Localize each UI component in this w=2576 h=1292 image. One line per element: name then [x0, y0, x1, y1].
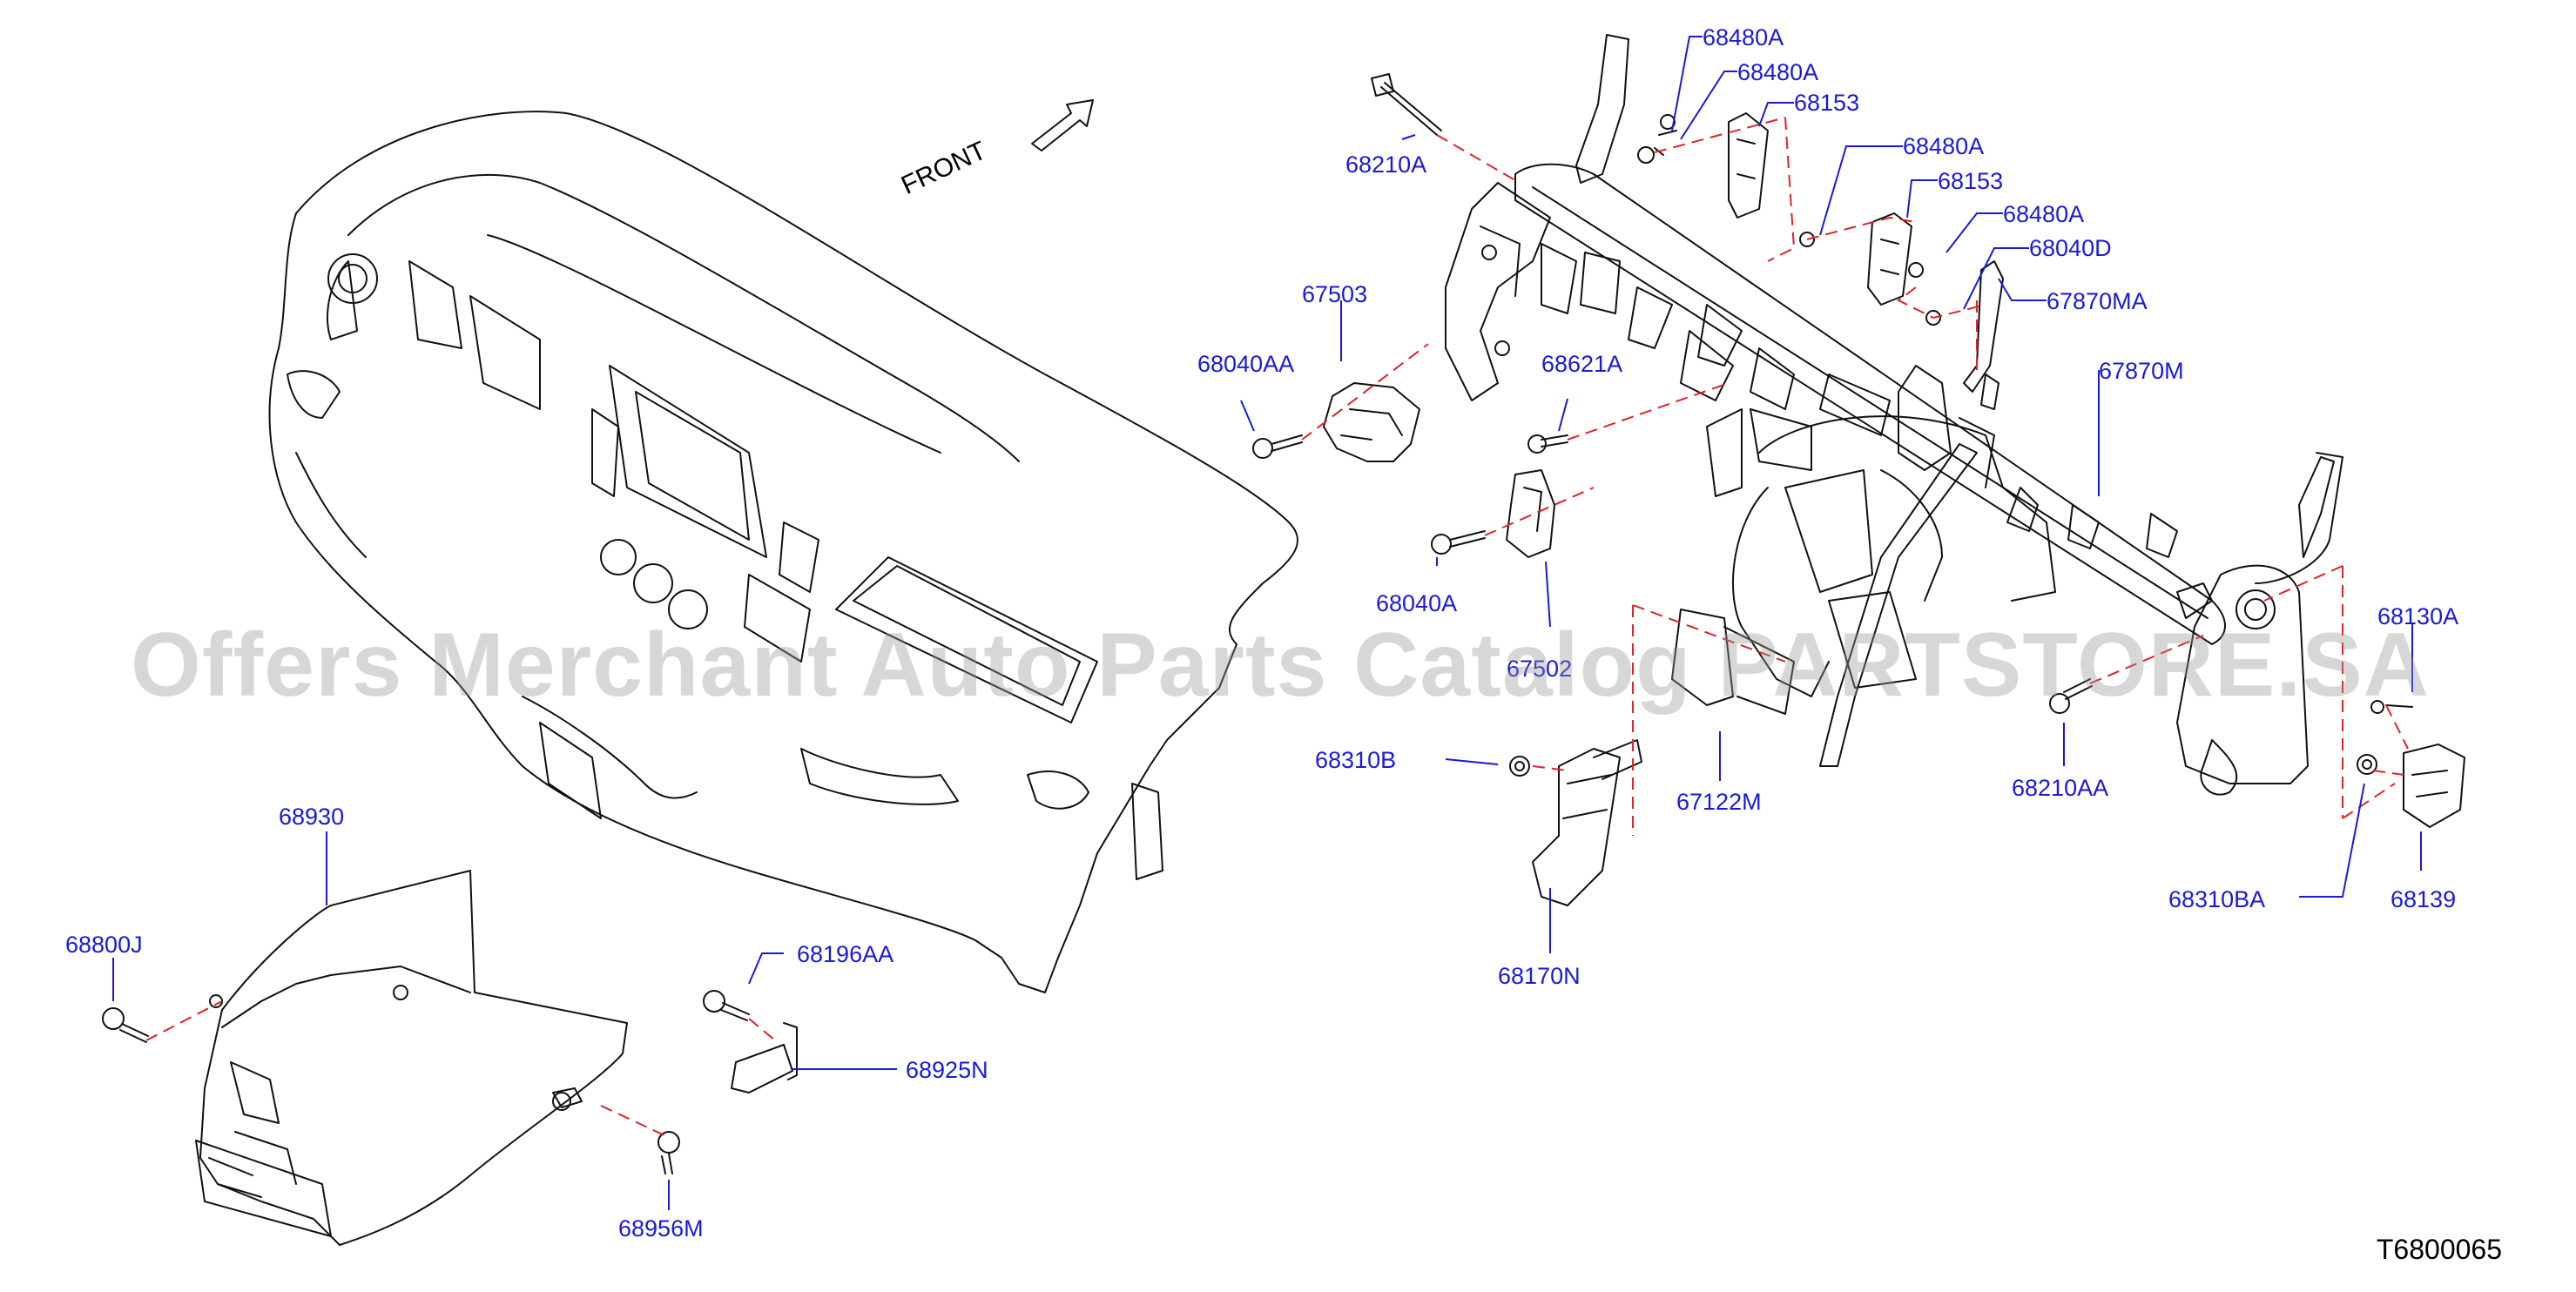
callout-label: 68040A [1376, 590, 1458, 616]
callout-leaders [112, 36, 2422, 1210]
callout-label: 67503 [1302, 281, 1368, 307]
assembly-dashed-lines [145, 117, 2409, 1137]
callout-label: 68153 [1794, 90, 1860, 116]
callout-label: 68800J [65, 932, 143, 958]
lower-cover-68930-drawing [195, 870, 628, 1246]
callout-label: 67502 [1507, 656, 1573, 682]
callout-label: 68040D [2029, 235, 2112, 261]
lower-fasteners-icons [102, 990, 750, 1174]
callout-label: 67122M [1676, 789, 1762, 815]
front-arrow-icon [1031, 99, 1094, 151]
steering-member-drawing [1445, 34, 2343, 796]
fastener-icons [1252, 73, 2413, 777]
callout-label: 67870MA [2047, 288, 2148, 314]
callout-label: 68930 [279, 804, 345, 830]
bracket-68925n-drawing [731, 1022, 798, 1093]
bracket-67870ma-drawing [1963, 260, 2004, 410]
callout-label: 68621A [1541, 351, 1623, 377]
bracket-68170n-drawing [1532, 739, 1642, 906]
callout-label: 68310B [1315, 747, 1397, 773]
bracket-67503-drawing [1323, 382, 1420, 462]
callout-label: 68480A [1703, 24, 1784, 50]
callout-label: 68210A [1345, 151, 1427, 178]
callout-label: 68480A [1903, 133, 1985, 159]
callout-label: 68956M [618, 1215, 704, 1242]
callout-label: 68139 [2391, 886, 2457, 912]
callout-label: 68310BA [2168, 886, 2266, 912]
callout-label: 68130A [2377, 603, 2459, 629]
figure-code: T6800065 [2376, 1234, 2502, 1265]
callout-label: 68480A [1737, 59, 1819, 85]
callout-label: 68196AA [797, 941, 894, 967]
callout-label: 68170N [1498, 963, 1581, 989]
callout-label: 68040AA [1197, 351, 1295, 377]
callout-label: 67870M [2099, 358, 2184, 384]
bracket-68139-drawing [2403, 744, 2465, 828]
bracket-68153-lower-drawing [1867, 212, 1912, 306]
callout-label: 68153 [1938, 168, 2004, 194]
watermark: Offers Merchant Auto Parts Catalog PARTS… [131, 615, 2430, 716]
instrument-panel-drawing [268, 111, 1298, 993]
callout-label: 68480A [2003, 201, 2085, 227]
bracket-68153-upper-drawing [1728, 112, 1769, 219]
callout-label: 68925N [906, 1057, 988, 1083]
callout-label: 68210AA [2012, 775, 2109, 801]
bracket-67502-drawing [1506, 469, 1555, 558]
